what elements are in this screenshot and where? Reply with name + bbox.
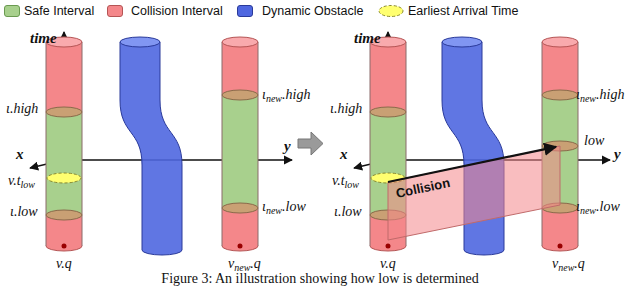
label-text: y	[284, 138, 291, 154]
label-text: .low	[596, 199, 620, 214]
dynamic-obstacle	[120, 37, 182, 255]
axis-or-interval-label: time	[30, 30, 57, 46]
label-text: ι.high	[330, 101, 362, 116]
label-text: x	[16, 146, 24, 162]
axis-or-interval-label: ιnew.low	[576, 198, 620, 219]
axis-or-interval-label: ιnew.low	[262, 198, 306, 219]
label-text: .low	[282, 199, 306, 214]
legend-text: Dynamic Obstacle	[262, 4, 363, 18]
axis-or-interval-label: v.tlow	[332, 172, 359, 193]
axis-or-interval-label: x	[340, 146, 348, 162]
label-text: v.q	[380, 256, 396, 271]
axis-or-interval-label: ιnew.high	[262, 86, 310, 107]
axis-or-interval-label: vnew.q	[552, 255, 585, 276]
subscript: low	[21, 179, 35, 190]
motion-arrow	[388, 147, 556, 182]
label-text: ι	[576, 199, 580, 214]
label-text: v.t	[8, 173, 21, 188]
axis-or-interval-label: y	[614, 146, 621, 162]
label-text: v.q	[56, 256, 72, 271]
label-text: low	[584, 133, 604, 148]
label-text: ι.high	[6, 101, 38, 116]
interval-cylinder	[222, 37, 258, 251]
label-text: time	[354, 30, 381, 46]
label-text: ι	[262, 199, 266, 214]
axis-or-interval-label: ι.low	[10, 203, 38, 220]
label-text: v.t	[332, 173, 345, 188]
subscript: new	[558, 262, 574, 273]
label-text: .q	[574, 256, 585, 271]
interval-cylinder	[46, 37, 82, 251]
label-text: ι	[576, 87, 580, 102]
figure-caption: Figure 3: An illustration showing how lo…	[0, 271, 640, 286]
legend-text: Earliest Arrival Time	[408, 4, 518, 18]
legend-text: Collision Interval	[131, 4, 223, 18]
subscript: new	[266, 205, 282, 216]
label-text: ι.low	[334, 204, 362, 219]
axis-or-interval-label: y	[284, 138, 291, 154]
axis-or-interval-label: x	[16, 146, 24, 162]
label-text: y	[614, 146, 621, 162]
label-text: v	[228, 256, 234, 271]
axis-or-interval-label: ι.low	[334, 203, 362, 220]
label-text: x	[340, 146, 348, 162]
band-fill	[388, 146, 560, 240]
label-text: ι.low	[10, 204, 38, 219]
label-text: .high	[596, 87, 624, 102]
axis-or-interval-label: v.q	[56, 255, 72, 272]
label-text: time	[30, 30, 57, 46]
axis-or-interval-label: ιnew.high	[576, 86, 624, 107]
axis-or-interval-label: v.q	[380, 255, 396, 272]
legend-swatch	[4, 5, 20, 17]
axis-or-interval-label: low	[584, 132, 604, 149]
label-text: v	[552, 256, 558, 271]
legend-ellipse	[379, 6, 403, 17]
label-text: .q	[250, 256, 261, 271]
label-text: ι	[262, 87, 266, 102]
legend-text: Safe Interval	[24, 4, 94, 18]
axis-or-interval-label: time	[354, 30, 381, 46]
subscript: new	[266, 93, 282, 104]
axis-or-interval-label: ι.high	[6, 100, 38, 117]
interval-cylinder	[542, 37, 578, 251]
collision-band: Collision	[388, 146, 560, 240]
transition-arrow	[298, 132, 323, 155]
subscript: new	[580, 93, 596, 104]
label-text: .high	[282, 87, 310, 102]
axis-or-interval-label: ι.high	[330, 100, 362, 117]
legend-swatch	[107, 5, 123, 17]
subscript: new	[580, 205, 596, 216]
legend-swatch	[237, 5, 253, 17]
subscript: low	[345, 179, 359, 190]
axis-or-interval-label: v.tlow	[8, 172, 35, 193]
